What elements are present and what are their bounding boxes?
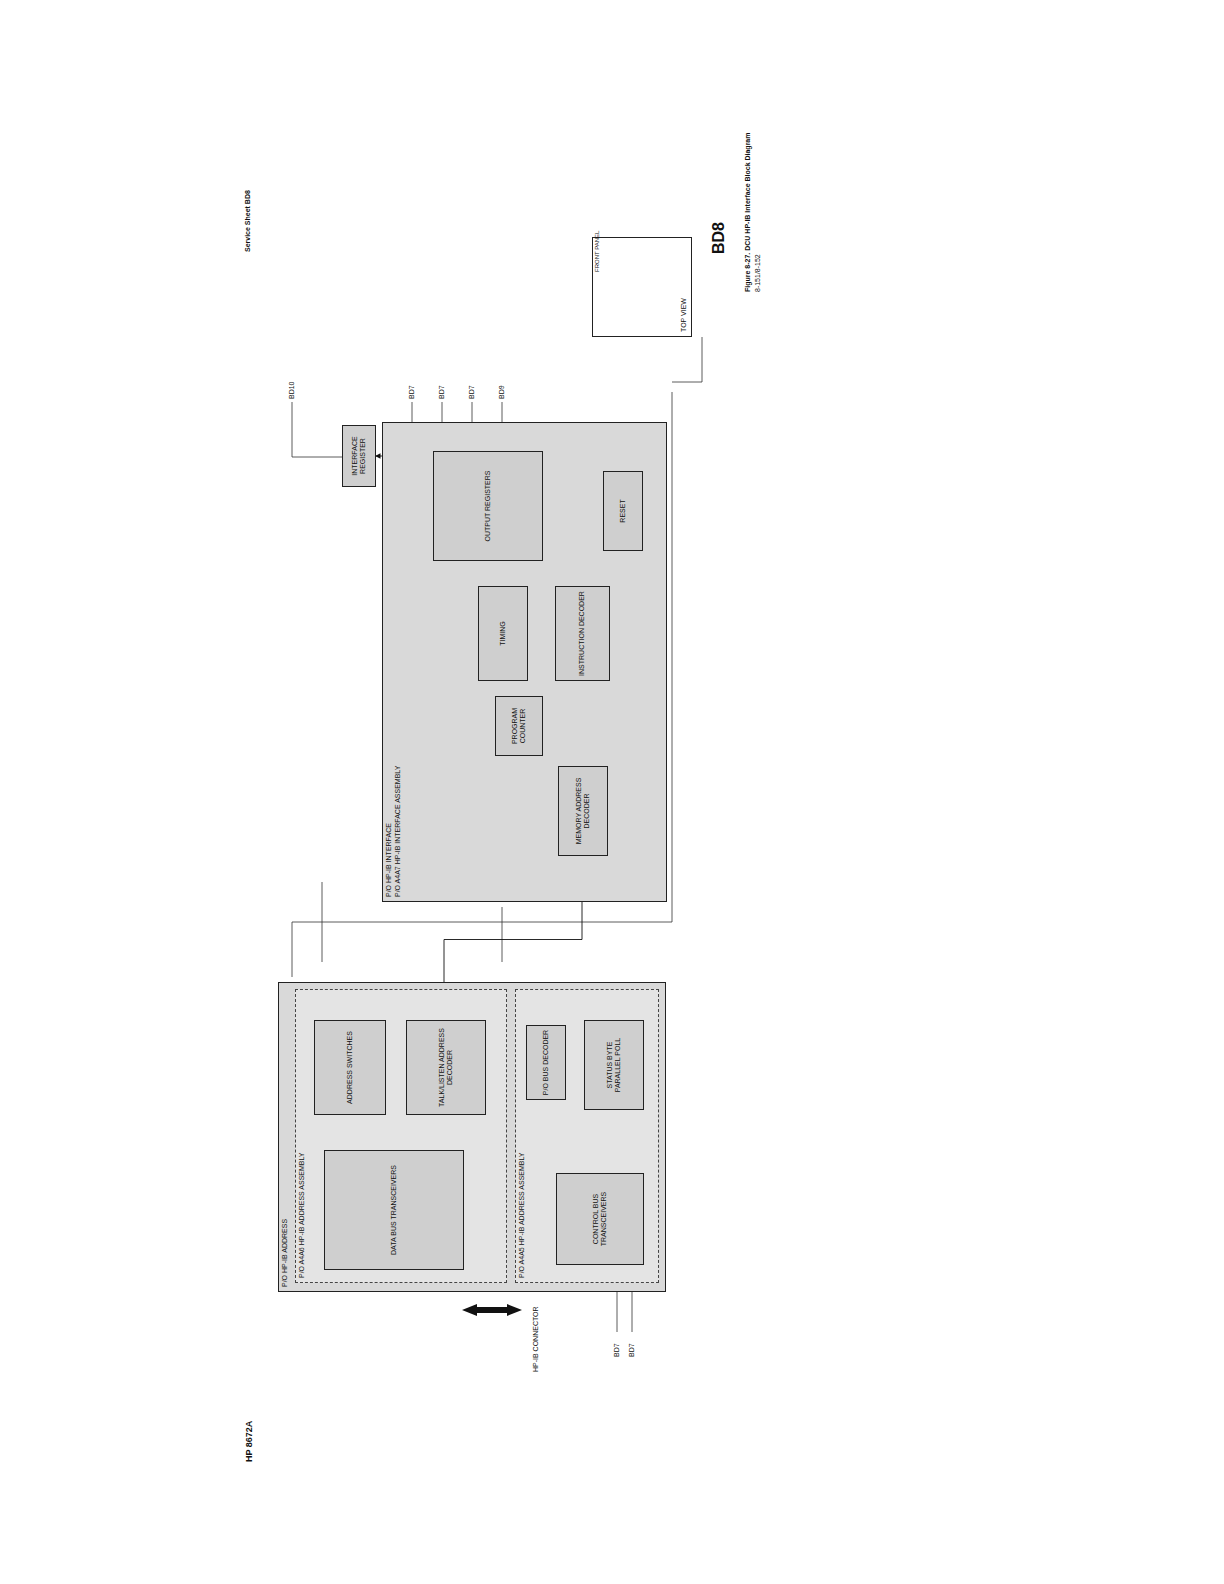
function-block: TALK/LISTEN ADDRESS DECODER (406, 1020, 486, 1115)
block-label: INSTRUCTION DECODER (578, 591, 586, 676)
sheet-title: Service Sheet BD8 (244, 190, 251, 252)
assembly-region: P/O A4A6 HP-IB ADDRESS ASSEMBLY DATA BUS … (295, 989, 507, 1283)
block-label: STATUS BYTE PARALLEL POLL (606, 1024, 622, 1106)
function-block: MEMORY ADDRESS DECODER (558, 766, 608, 856)
block-label: INTERFACE REGISTER (351, 429, 367, 483)
block-label: MEMORY ADDRESS DECODER (575, 770, 591, 852)
signal-label: BD7 (613, 1343, 620, 1357)
assembly-region: P/O HP-IB INTERFACEP/O A4A7 HP-IB INTERF… (382, 422, 667, 902)
function-block: INTERFACE REGISTER (342, 425, 376, 487)
function-block: STATUS BYTE PARALLEL POLL (584, 1020, 644, 1110)
signal-label: HP 8672A (244, 1421, 254, 1462)
block-label: RESET (619, 499, 627, 522)
signal-label: BD10 (288, 381, 295, 399)
function-block: PROGRAM COUNTER (495, 696, 543, 756)
signal-label: BD7 (468, 385, 475, 399)
block-label: PROGRAM COUNTER (511, 700, 527, 752)
function-block: DATA BUS TRANSCEIVERS (324, 1150, 464, 1270)
function-block: INSTRUCTION DECODER (555, 586, 610, 681)
block-label: TOP VIEW (680, 298, 688, 332)
block-label: P/O A4A5 HP-IB ADDRESS ASSEMBLY (518, 1152, 526, 1278)
assembly-region: P/O HP-IB ADDRESS P/O A4A6 HP-IB ADDRESS … (278, 982, 666, 1292)
function-block: OUTPUT REGISTERS (433, 451, 543, 561)
signal-label: BD8 (710, 222, 728, 254)
signal-label: BD9 (498, 385, 505, 399)
signal-label: HP-IB CONNECTOR (532, 1306, 539, 1372)
signal-label: BD7 (438, 385, 445, 399)
block-label: ADDRESS SWITCHES (346, 1031, 354, 1104)
block-label: TIMING (499, 621, 507, 646)
signal-label: FRONT PANEL (594, 231, 600, 272)
function-block: CONTROL BUS TRANSCEIVERS (556, 1173, 644, 1265)
block-label: DATA BUS TRANSCEIVERS (390, 1165, 398, 1255)
function-block: TOP VIEW (592, 237, 692, 337)
block-label: OUTPUT REGISTERS (484, 470, 492, 541)
block-label: TALK/LISTEN ADDRESS DECODER (438, 1024, 454, 1111)
function-block: ADDRESS SWITCHES (314, 1020, 386, 1115)
function-block: RESET (603, 471, 643, 551)
assembly-region: P/O A4A5 HP-IB ADDRESS ASSEMBLY CONTROL B… (515, 989, 659, 1283)
block-label: P/O A4A7 HP-IB INTERFACE ASSEMBLY (394, 766, 402, 897)
block-label: CONTROL BUS TRANSCEIVERS (592, 1177, 608, 1261)
signal-label: BD7 (628, 1343, 635, 1357)
function-block: P/O BUS DECODER (526, 1025, 566, 1100)
figure-caption: Figure 8-27. DCU HP-IB Interface Block D… (744, 133, 751, 293)
signal-label: BD7 (408, 385, 415, 399)
function-block: TIMING (478, 586, 528, 681)
block-label: P/O A4A6 HP-IB ADDRESS ASSEMBLY (298, 1152, 306, 1278)
block-label: P/O HP-IB ADDRESS (281, 1219, 289, 1287)
block-label: P/O HP-IB INTERFACE (385, 823, 393, 897)
block-label: P/O BUS DECODER (542, 1030, 550, 1095)
signal-label: 8-151/8-152 (754, 254, 761, 292)
rotated-sheet: P/O HP-IB ADDRESS P/O A4A6 HP-IB ADDRESS … (232, 182, 792, 1482)
